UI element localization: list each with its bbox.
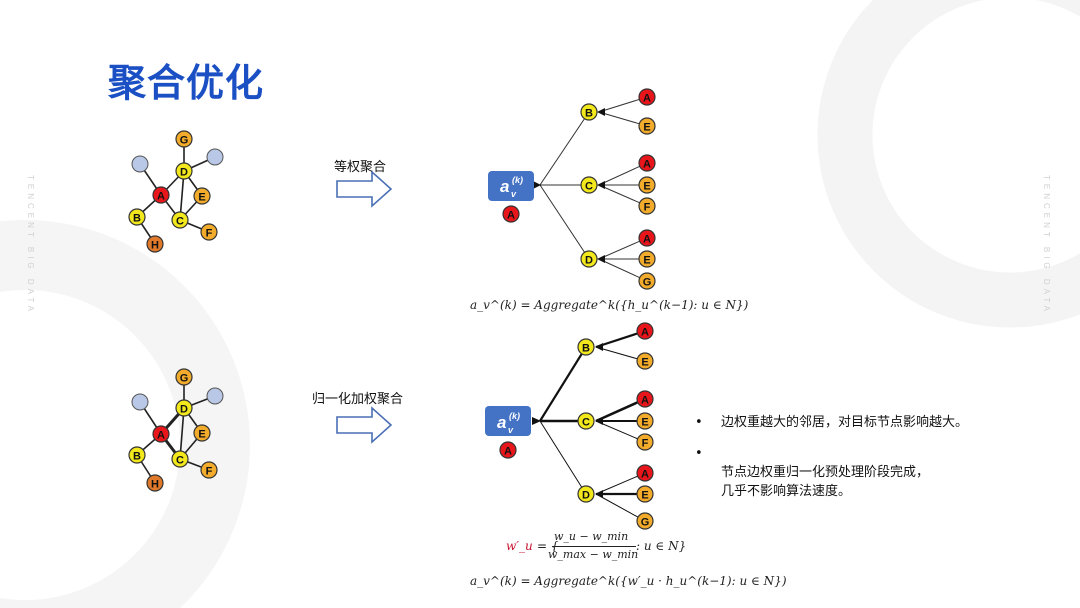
- svg-text:D: D: [582, 490, 590, 502]
- svg-text:B: B: [133, 451, 141, 463]
- svg-text:D: D: [585, 255, 593, 267]
- graph-node-f: [200, 223, 218, 241]
- svg-text:A: A: [643, 159, 651, 171]
- graph-node-c: [171, 211, 189, 229]
- svg-text:E: E: [643, 255, 650, 267]
- svg-text:C: C: [585, 181, 593, 193]
- arrow-right-icon: [336, 406, 393, 444]
- graph-node-h: [146, 235, 164, 253]
- tree-root-box: [485, 406, 531, 436]
- svg-text:a: a: [497, 413, 506, 432]
- svg-text:A: A: [157, 191, 165, 203]
- arrow-right-icon: [336, 170, 393, 208]
- label-normalized-weight: 归一化加权聚合: [312, 392, 404, 407]
- graph-node-a: [152, 186, 170, 204]
- label-equal-weight: 等权聚合: [334, 160, 387, 175]
- graph-node-c: [171, 450, 189, 468]
- graph-node-blue: [131, 155, 149, 173]
- svg-text:F: F: [206, 228, 213, 240]
- svg-text:(k): (k): [512, 175, 523, 185]
- svg-text:F: F: [206, 466, 213, 478]
- graph-node-d: [175, 162, 193, 180]
- svg-text:E: E: [641, 417, 648, 429]
- svg-text:E: E: [643, 181, 650, 193]
- svg-text:A: A: [157, 430, 165, 442]
- graph-node-b: [128, 208, 146, 226]
- graph-node-f: [200, 461, 218, 479]
- svg-text:A: A: [504, 446, 512, 458]
- graph-node-d: [175, 399, 193, 417]
- svg-text:G: G: [180, 373, 189, 385]
- svg-text:B: B: [585, 108, 593, 120]
- tree-top: a (k) v A B C D A E A E F A E G: [488, 88, 656, 290]
- svg-text:v: v: [511, 189, 517, 199]
- tree-root-box: [488, 171, 534, 201]
- svg-text:E: E: [198, 192, 205, 204]
- graph-node-blue: [131, 393, 149, 411]
- svg-text:E: E: [643, 122, 650, 134]
- svg-text:C: C: [176, 216, 184, 228]
- watermark-right: TENCENT BIG DATA: [1042, 175, 1051, 316]
- svg-text:H: H: [151, 479, 159, 491]
- formula-weighted-aggregate: a_v^(k) = Aggregate^k({w′_u · h_u^(k−1):…: [470, 574, 787, 588]
- page-title: 聚合优化: [108, 61, 265, 105]
- tree-bottom: a (k) v A B C D A E A E F A E G: [485, 322, 654, 530]
- formula-numerator: w_u − w_min: [554, 530, 629, 543]
- svg-text:E: E: [198, 429, 205, 441]
- svg-text:A: A: [641, 395, 649, 407]
- svg-text:v: v: [508, 425, 514, 435]
- graph-node-h: [146, 474, 164, 492]
- svg-text:A: A: [643, 93, 651, 105]
- formula-weight-symbol: w′_u: [506, 539, 533, 553]
- formula-denominator: w_max − w_min: [548, 548, 639, 561]
- svg-text:F: F: [644, 202, 651, 214]
- graph-node-blue: [206, 148, 224, 166]
- svg-text:C: C: [176, 455, 184, 467]
- svg-text:E: E: [641, 357, 648, 369]
- formula-tail: : u ∈ N}: [636, 539, 687, 553]
- svg-text:A: A: [641, 469, 649, 481]
- svg-text:C: C: [582, 417, 590, 429]
- svg-text:B: B: [133, 213, 141, 225]
- svg-text:A: A: [507, 210, 515, 222]
- graph-node-e: [193, 424, 211, 442]
- graph-node-blue: [206, 387, 224, 405]
- bullet-item: •节点边权重归一化预处理阶段完成， 几乎不影响算法速度。: [695, 446, 930, 499]
- svg-text:G: G: [641, 517, 650, 529]
- svg-text:B: B: [582, 343, 590, 355]
- svg-text:A: A: [643, 234, 651, 246]
- bullet-item: •边权重越大的邻居，对目标节点影响越大。: [695, 415, 969, 430]
- graph-node-a: [152, 425, 170, 443]
- graph-top: G D A E B C F H: [128, 130, 224, 253]
- svg-text:H: H: [151, 240, 159, 252]
- svg-text:G: G: [643, 277, 652, 289]
- bullet-list: •边权重越大的邻居，对目标节点影响越大。 •节点边权重归一化预处理阶段完成， 几…: [693, 413, 1033, 513]
- graph-node-b: [128, 446, 146, 464]
- svg-text:D: D: [180, 167, 188, 179]
- svg-text:a: a: [500, 177, 509, 196]
- graph-node-g: [175, 130, 193, 148]
- watermark-left: TENCENT BIG DATA: [26, 175, 35, 316]
- svg-text:D: D: [180, 404, 188, 416]
- graph-node-e: [193, 187, 211, 205]
- svg-text:E: E: [641, 490, 648, 502]
- svg-text:G: G: [180, 135, 189, 147]
- formula-aggregate: a_v^(k) = Aggregate^k({h_u^(k−1): u ∈ N}…: [470, 298, 749, 312]
- svg-text:F: F: [642, 438, 649, 450]
- graph-node-g: [175, 368, 193, 386]
- svg-text:(k): (k): [509, 411, 520, 421]
- svg-text:A: A: [641, 327, 649, 339]
- graph-bottom: G D A E B C F H: [128, 368, 224, 492]
